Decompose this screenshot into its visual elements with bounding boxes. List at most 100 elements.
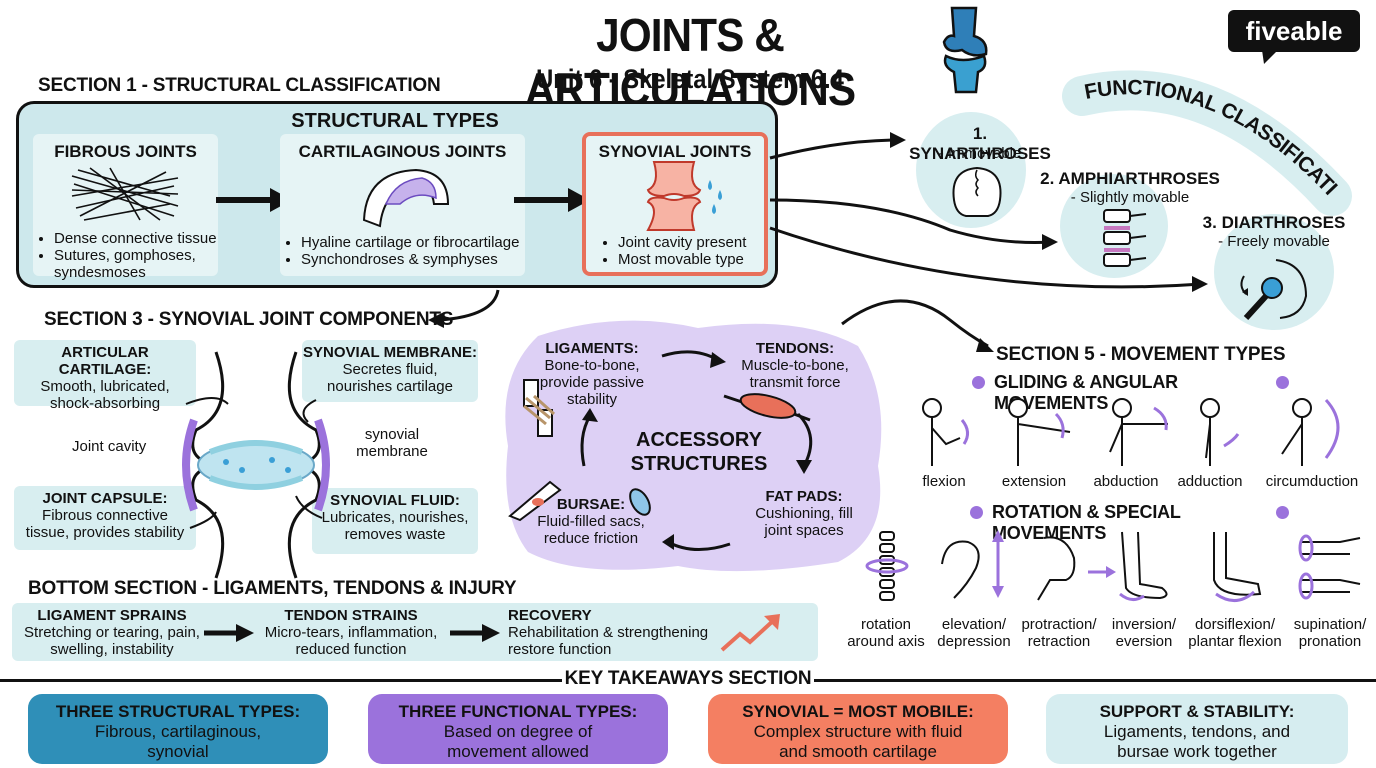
move-supination: supination/ pronation <box>1293 616 1367 650</box>
knee-joint-icon <box>942 6 988 94</box>
joint-cavity-label: Joint cavity <box>72 438 147 455</box>
brand-logo: fiveable <box>1228 10 1360 64</box>
fatpads-block: FAT PADS: Cushioning, fill joint spaces <box>742 488 866 539</box>
special-movement-figures <box>865 530 1361 602</box>
cartilaginous-panel <box>280 134 525 276</box>
fibrous-title: FIBROUS JOINTS <box>54 142 197 161</box>
hip-joint-icon <box>1240 259 1308 321</box>
move-inversion: inversion/ eversion <box>1111 616 1177 650</box>
synovial-bullets: Joint cavity present Most movable type <box>600 234 788 268</box>
bottom-heading: BOTTOM SECTION - LIGAMENTS, TENDONS & IN… <box>28 578 517 599</box>
accessory-title: ACCESSORY STRUCTURES <box>630 429 768 475</box>
angular-movement-figures <box>922 398 1340 466</box>
bullet-dot-icon <box>970 506 983 519</box>
section5-heading: SECTION 5 - MOVEMENT TYPES <box>996 344 1286 365</box>
arrow-icon <box>450 624 500 642</box>
synovial-membrane-label: synovial membrane <box>356 426 428 460</box>
functional-heading-band: FUNCTIONAL CLASSIFICATION <box>1054 38 1352 216</box>
fluid-desc: Lubricates, nourishes, removes waste <box>321 509 469 543</box>
move-abduction: abduction <box>1093 473 1159 490</box>
group1-heading: GLIDING & ANGULAR MOVEMENTS <box>994 372 1178 413</box>
bullet-dot-icon <box>972 376 985 389</box>
move-circumduction: circumduction <box>1265 473 1359 490</box>
synovial-title: SYNOVIAL JOINTS <box>598 142 752 161</box>
strains-block: TENDON STRAINS Micro-tears, inflammation… <box>256 607 446 658</box>
move-elevation: elevation/ depression <box>937 616 1011 650</box>
move-protraction: protraction/ retraction <box>1021 616 1097 650</box>
move-rotation: rotation around axis <box>847 616 925 650</box>
tendons-title: TENDONS: <box>755 340 835 357</box>
capsule-desc: Fibrous connective tissue, provides stab… <box>25 507 185 541</box>
takeaway-desc: Ligaments, tendons, and bursae work toge… <box>1103 722 1291 761</box>
recovery-desc: Rehabilitation & strengthening restore f… <box>508 624 709 658</box>
recovery-title: RECOVERY <box>508 607 592 624</box>
bullet-dot-icon <box>1276 376 1289 389</box>
vertebrae-icon <box>1103 209 1147 267</box>
articular-cartilage-box: ARTICULAR CARTILAGE: Smooth, lubricated,… <box>14 340 196 412</box>
structural-types-title: STRUCTURAL TYPES <box>291 110 499 132</box>
skull-icon <box>952 166 1002 217</box>
takeaway-structural: THREE STRUCTURAL TYPES: Fibrous, cartila… <box>28 694 328 764</box>
sprains-block: LIGAMENT SPRAINS Stretching or tearing, … <box>24 607 200 658</box>
trend-up-icon <box>720 614 780 652</box>
arrow-icon <box>514 188 590 212</box>
membrane-desc: Secretes fluid, nourishes cartilage <box>327 361 453 395</box>
list-item: Sutures, gomphoses, syndesmoses <box>54 247 234 281</box>
move-extension: extension <box>1001 473 1067 490</box>
bursa-icon <box>508 480 651 522</box>
injury-panel <box>12 603 818 661</box>
arrow-icon <box>204 624 254 642</box>
list-item: Dense connective tissue <box>54 230 234 247</box>
list-item: Most movable type <box>618 251 788 268</box>
list-item: Synchondroses & symphyses <box>301 251 546 268</box>
takeaway-desc: Based on degree of movement allowed <box>443 722 593 761</box>
joint-capsule-box: JOINT CAPSULE: Fibrous connective tissue… <box>14 486 196 550</box>
takeaway-title: SYNOVIAL = MOST MOBILE: <box>742 702 974 721</box>
bursae-block: BURSAE: Fluid-filled sacs, reduce fricti… <box>526 496 656 547</box>
recovery-block: RECOVERY Rehabilitation & strengthening … <box>508 607 722 658</box>
synovial-fluid-box: SYNOVIAL FLUID: Lubricates, nourishes, r… <box>312 488 478 554</box>
takeaway-desc: Complex structure with fluid and smooth … <box>753 722 963 761</box>
tendons-desc: Muscle-to-bone, transmit force <box>741 357 849 391</box>
page-subtitle: Unit 6 - Skeletal System 6.4 <box>536 64 844 94</box>
articular-title: ARTICULAR CARTILAGE: <box>58 344 152 378</box>
takeaway-title: THREE FUNCTIONAL TYPES: <box>398 702 638 721</box>
takeaway-title: SUPPORT & STABILITY: <box>1099 702 1295 721</box>
diarthroses-circle <box>1214 214 1334 330</box>
cartilage-icon <box>362 168 450 228</box>
fibrous-panel <box>33 134 218 276</box>
ligaments-title: LIGAMENTS: <box>545 340 639 357</box>
group1-heading-row: GLIDING & ANGULAR MOVEMENTS <box>972 372 1292 413</box>
synarthroses-title: 1. SYNARTHROSES <box>909 124 1051 163</box>
sprains-title: LIGAMENT SPRAINS <box>37 607 187 624</box>
bursae-desc: Fluid-filled sacs, reduce friction <box>537 513 645 547</box>
strains-title: TENDON STRAINS <box>284 607 418 624</box>
synovial-joint-diagram <box>182 351 330 579</box>
capsule-title: JOINT CAPSULE: <box>42 490 168 507</box>
bullet-dot-icon <box>1276 506 1289 519</box>
brand-name: fiveable <box>1245 16 1343 46</box>
synovial-joint-icon <box>646 161 722 231</box>
fatpads-title: FAT PADS: <box>765 488 843 505</box>
fibrous-bullets: Dense connective tissue Sutures, gomphos… <box>36 230 234 281</box>
diarthroses-title: 3. DIARTHROSES <box>1202 213 1346 232</box>
ligament-icon <box>523 379 556 437</box>
cartilaginous-bullets: Hyaline cartilage or fibrocartilage Sync… <box>283 234 546 268</box>
takeaway-desc: Fibrous, cartilaginous, synovial <box>94 722 262 761</box>
takeaway-title: THREE STRUCTURAL TYPES: <box>55 702 301 721</box>
group2-heading-row: ROTATION & SPECIAL MOVEMENTS <box>970 502 1292 543</box>
amphiarthroses-title: 2. AMPHIARTHROSES <box>1040 169 1220 188</box>
takeaway-synovial: SYNOVIAL = MOST MOBILE: Complex structur… <box>708 694 1008 764</box>
sprains-desc: Stretching or tearing, pain, swelling, i… <box>24 624 200 658</box>
fluid-title: SYNOVIAL FLUID: <box>330 492 460 509</box>
move-adduction: adduction <box>1177 473 1243 490</box>
fibrous-tissue-icon <box>71 167 179 221</box>
articular-desc: Smooth, lubricated, shock-absorbing <box>40 378 170 412</box>
bursae-title: BURSAE: <box>556 496 626 513</box>
synarthroses-desc: - Immovable <box>938 145 1022 162</box>
move-dorsiflexion: dorsiflexion/ plantar flexion <box>1188 616 1282 650</box>
takeaways-heading: KEY TAKEAWAYS SECTION <box>562 668 814 690</box>
fatpads-desc: Cushioning, fill joint spaces <box>755 505 853 539</box>
synovial-membrane-box: SYNOVIAL MEMBRANE: Secretes fluid, nouri… <box>302 340 478 402</box>
